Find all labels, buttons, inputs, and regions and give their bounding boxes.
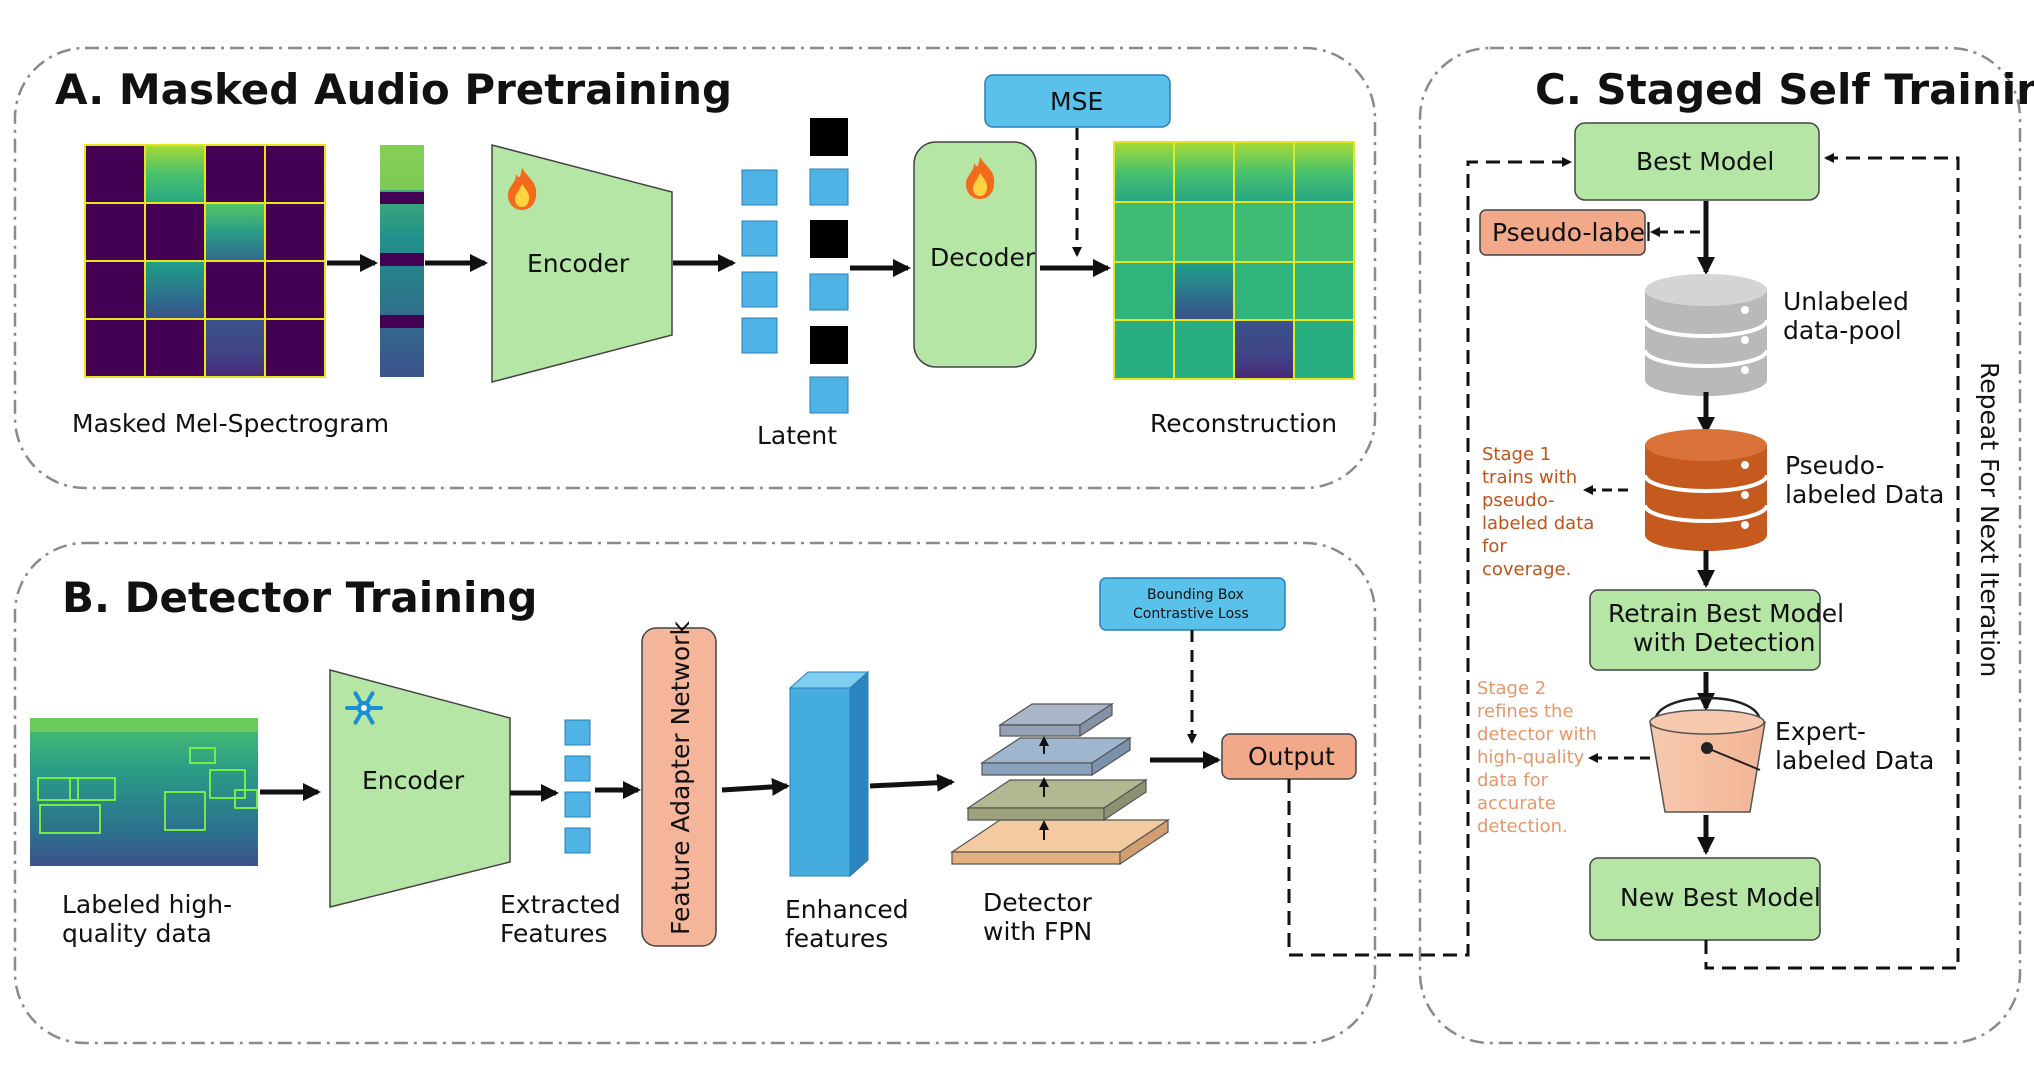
enhanced-features-block — [788, 670, 870, 878]
input-label-line2: quality data — [62, 919, 212, 948]
feature-adapter-box — [641, 627, 717, 947]
stage2-note: Stage 2 refines the detector with high-q… — [1477, 678, 1597, 837]
fire-icon — [508, 168, 537, 210]
input-label-line1: Labeled high- — [62, 890, 232, 919]
repeat-loop-dashed — [1704, 153, 1960, 970]
extracted-features — [564, 719, 591, 854]
reconstruction-spectrogram — [1113, 141, 1355, 380]
retrain-box — [1589, 589, 1821, 671]
detector-label-line2: with FPN — [983, 917, 1092, 946]
panel-c-frame — [1418, 46, 2022, 1045]
enhanced-label-line1: Enhanced — [785, 895, 909, 924]
expert-label-line1: Expert- — [1775, 717, 1866, 746]
latent-with-mask-tokens — [809, 118, 849, 414]
feature-adapter-label: Feature Adapter Network — [666, 621, 695, 935]
pseudo-data-label-line2: labeled Data — [1785, 480, 1944, 509]
output-feedback-dashed — [1287, 157, 1572, 957]
panel-c-title: C. Staged Self Training — [1535, 65, 2034, 114]
loss-label-line2: Contrastive Loss — [1133, 606, 1249, 622]
svg-text:Stage 2: Stage 2 — [1477, 678, 1546, 699]
svg-text:trains with: trains with — [1482, 467, 1577, 488]
svg-text:accurate: accurate — [1477, 793, 1556, 814]
svg-text:for: for — [1482, 536, 1507, 557]
retrain-label-line1: Retrain Best Model — [1608, 599, 1844, 628]
encoder-a-label: Encoder — [527, 249, 630, 278]
svg-text:high-quality: high-quality — [1477, 747, 1585, 768]
svg-text:labeled data: labeled data — [1482, 513, 1594, 534]
unlabeled-label-line1: Unlabeled — [1783, 287, 1909, 316]
enhanced-label-line2: features — [785, 924, 888, 953]
detector-fpn — [950, 702, 1170, 866]
arrow-adapter-to-enhanced — [721, 777, 790, 796]
encoder-b — [329, 669, 511, 908]
retrain-label-line2: with Detection — [1633, 628, 1815, 657]
panel-b-title: B. Detector Training — [62, 573, 537, 622]
svg-text:coverage.: coverage. — [1482, 559, 1571, 580]
latent-tokens — [741, 169, 778, 354]
loss-label-line1: Bounding Box — [1147, 587, 1244, 603]
repeat-label: Repeat For Next Iteration — [1975, 362, 2004, 677]
masked-token-strip — [380, 145, 424, 377]
features-label-line2: Features — [500, 919, 608, 948]
features-label-line1: Extracted — [500, 890, 621, 919]
bucket-icon — [1649, 696, 1766, 813]
expert-label-line2: labeled Data — [1775, 746, 1934, 775]
panel-a-title: A. Masked Audio Pretraining — [55, 65, 732, 114]
spectrogram-label: Masked Mel-Spectrogram — [72, 409, 389, 438]
mse-label: MSE — [1050, 87, 1103, 116]
decoder-box — [913, 141, 1037, 368]
output-label: Output — [1248, 742, 1335, 771]
unlabeled-database-icon — [1643, 274, 1769, 396]
stage1-note: Stage 1 trains with pseudo- labeled data… — [1482, 444, 1594, 580]
unlabeled-label-line2: data-pool — [1783, 316, 1902, 345]
svg-text:detection.: detection. — [1477, 816, 1568, 837]
snowflake-icon — [345, 691, 383, 725]
best-model-box — [1574, 122, 1820, 201]
mse-box — [984, 74, 1171, 128]
arrow-enhanced-to-detector — [869, 773, 955, 792]
svg-text:Stage 1: Stage 1 — [1482, 444, 1551, 465]
encoder-b-label: Encoder — [362, 766, 465, 795]
svg-text:refines the: refines the — [1477, 701, 1574, 722]
labeled-input-spectrogram — [30, 718, 258, 866]
new-best-model-label: New Best Model — [1620, 883, 1821, 912]
latent-label: Latent — [757, 421, 837, 450]
contrastive-loss-box — [1099, 577, 1286, 631]
pseudo-data-label-line1: Pseudo- — [1785, 451, 1885, 480]
pseudo-label-box — [1479, 209, 1646, 256]
fire-icon — [966, 157, 995, 199]
detector-label-line1: Detector — [983, 888, 1093, 917]
reconstruction-label: Reconstruction — [1150, 409, 1337, 438]
panel-a-frame — [13, 46, 1377, 490]
masked-spectrogram — [84, 144, 326, 378]
svg-text:detector with: detector with — [1477, 724, 1597, 745]
encoder-a — [491, 144, 673, 383]
decoder-label: Decoder — [930, 243, 1036, 272]
best-model-label: Best Model — [1636, 147, 1774, 176]
svg-text:data for: data for — [1477, 770, 1549, 791]
panel-b-frame — [13, 541, 1377, 1045]
svg-text:pseudo-: pseudo- — [1482, 490, 1555, 511]
pseudo-label-text: Pseudo-label — [1492, 218, 1652, 247]
pseudo-labeled-database-icon — [1643, 429, 1769, 551]
